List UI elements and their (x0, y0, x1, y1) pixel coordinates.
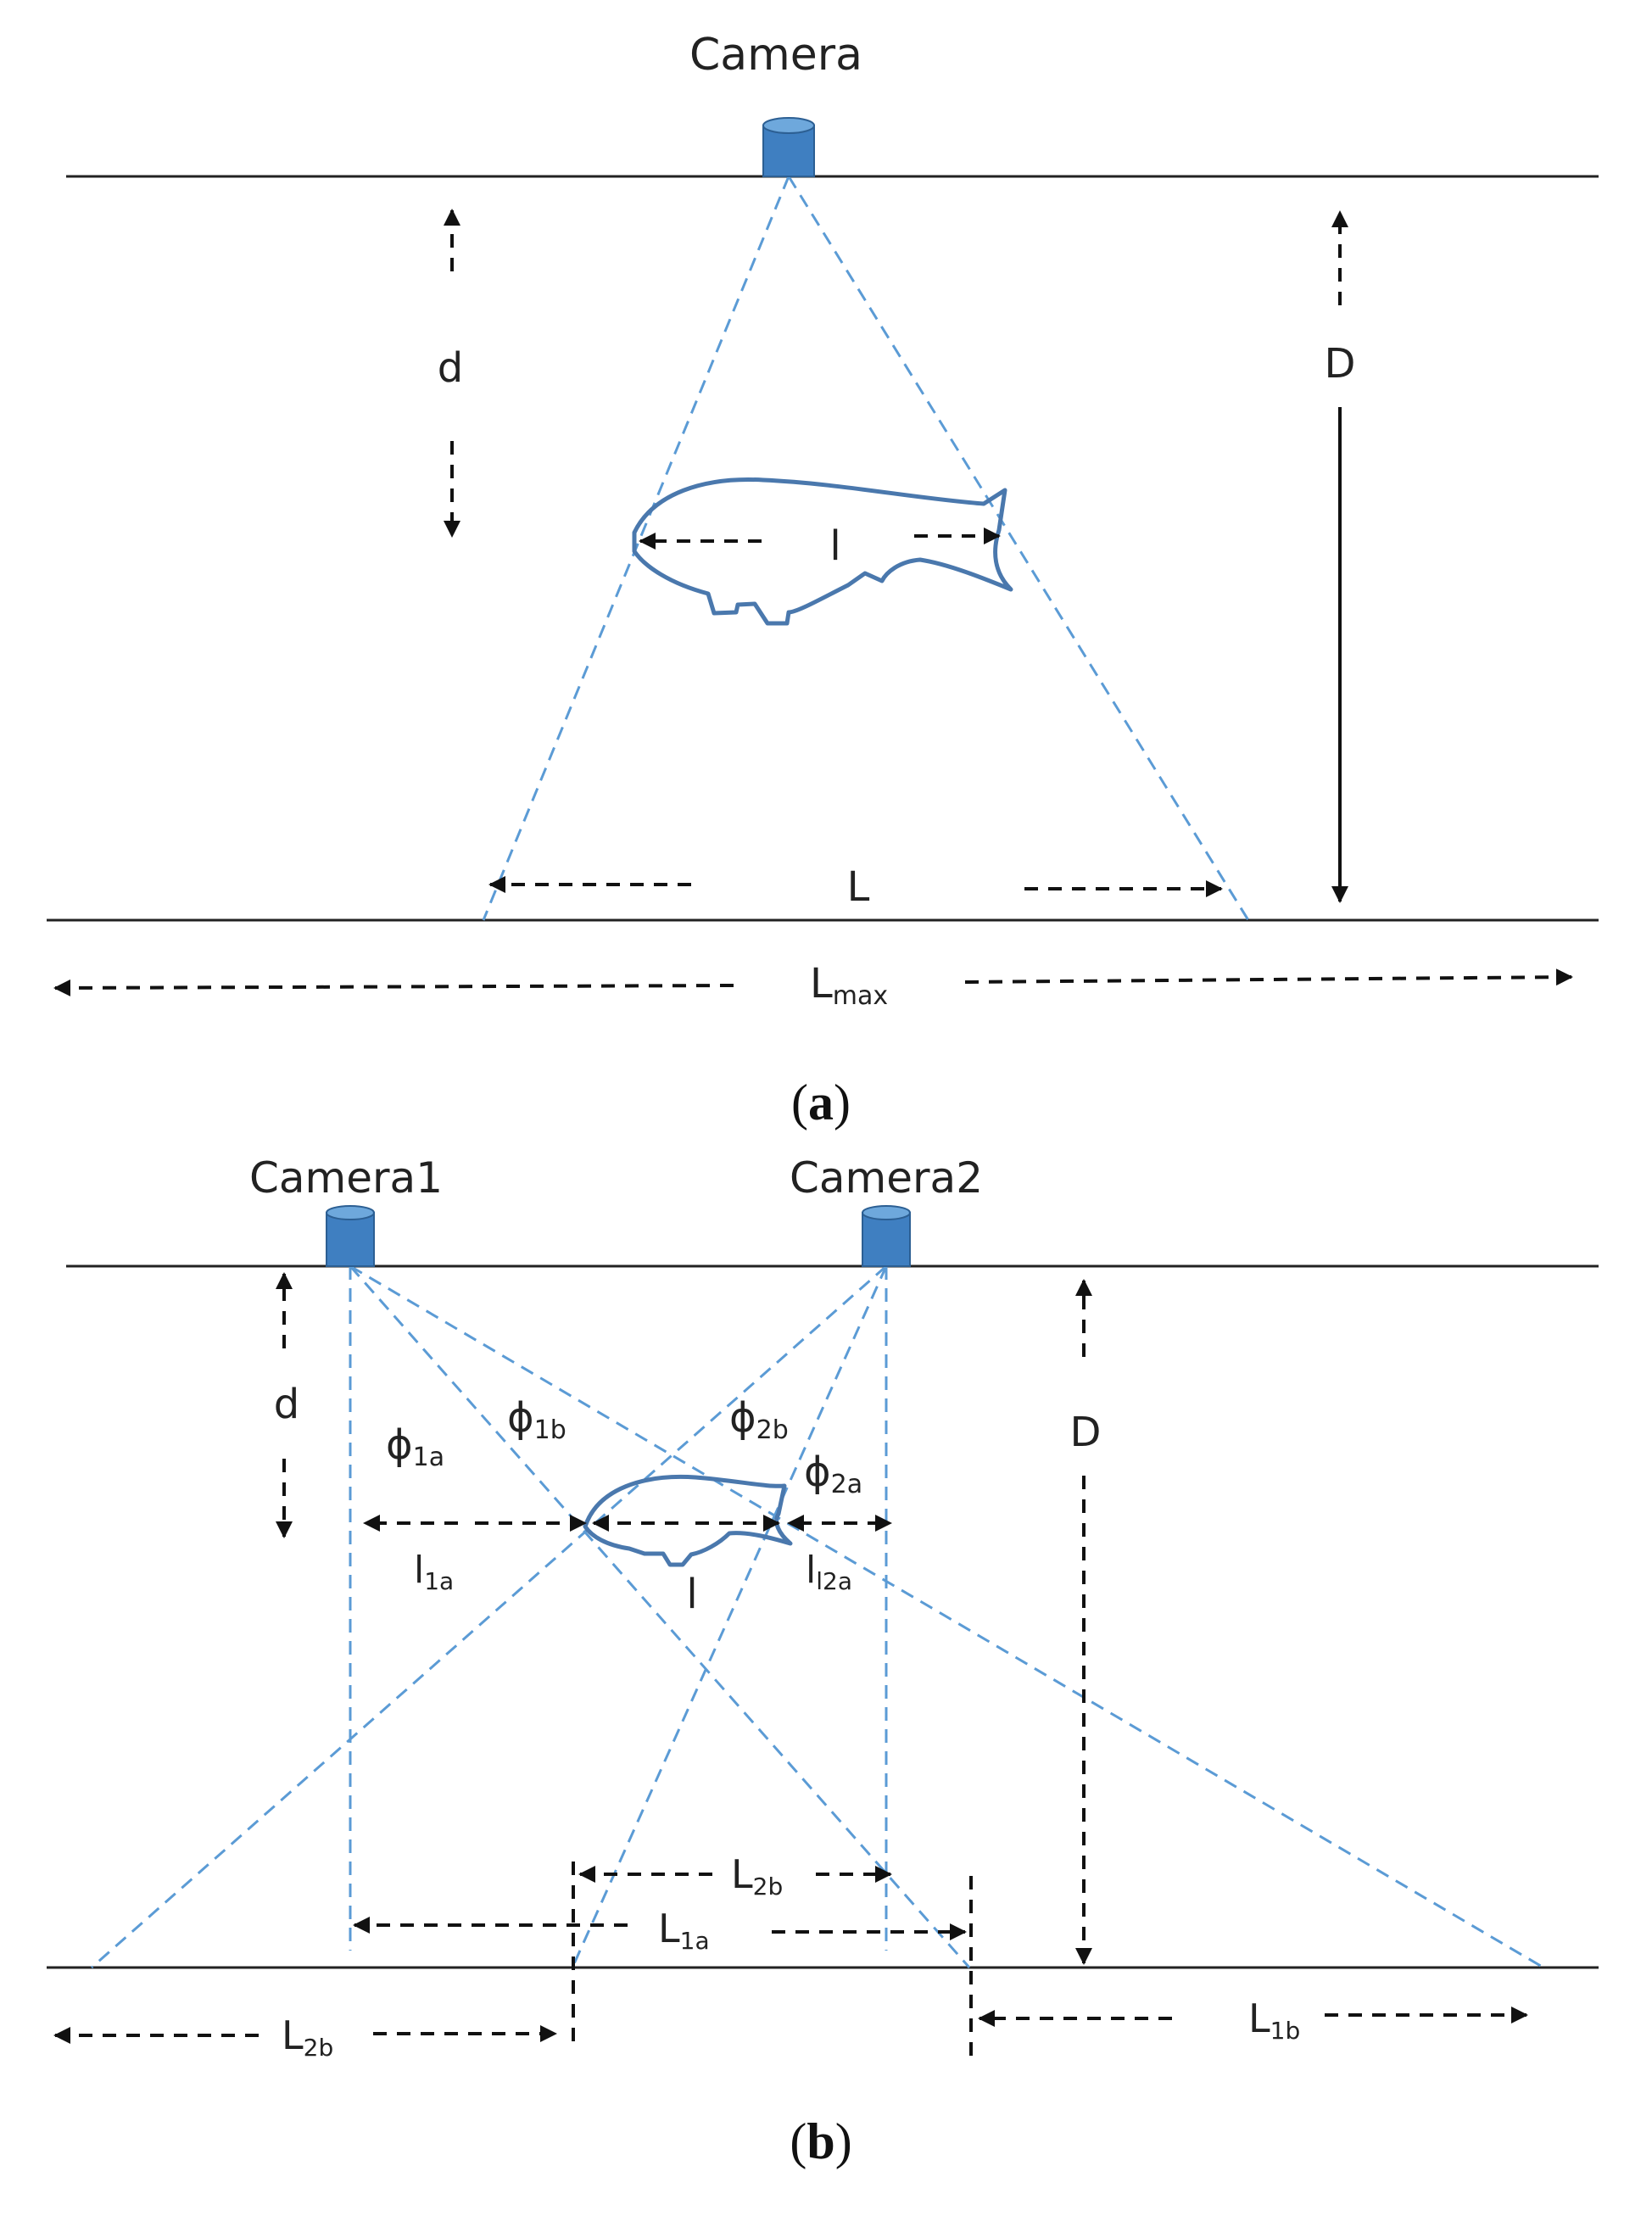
D-label: D (1325, 340, 1356, 388)
camera2-ray-2a (571, 1265, 888, 1968)
fish-outline-icon (632, 477, 1013, 626)
L-2b-upper-label: L2b (731, 1851, 783, 1901)
camera2-ray-2b (91, 1264, 887, 1969)
L-1a-arrow (353, 1917, 967, 1940)
max-width-Lmax-label: Lmax (810, 960, 888, 1011)
d-label: d (438, 344, 463, 392)
L-1b-arrow (978, 2007, 1528, 2027)
camera1-label: Camera1 (249, 1153, 443, 1203)
fov-right-ray (787, 176, 1250, 921)
camera-label: Camera (689, 30, 862, 81)
L-2b-lower-label: L2b (282, 2012, 333, 2062)
l-2a-label: ll2a (806, 1549, 852, 1595)
camera1-ray-1b (349, 1264, 1544, 1969)
caption-a: (a) (791, 1075, 851, 1130)
view-width-L-label: L (847, 863, 870, 911)
fish-length-label: l (829, 522, 840, 570)
camera2-label: Camera2 (790, 1153, 983, 1203)
L-2b-lower-arrow (53, 2025, 557, 2044)
camera-icon (762, 117, 815, 177)
l-1a-label: l1a (414, 1549, 454, 1595)
fish-outline-icon-b (583, 1474, 793, 1567)
L-1b-label: L1b (1248, 1996, 1300, 2045)
view-width-L-arrow (488, 876, 1223, 897)
field-of-view-rays (482, 176, 1250, 921)
panel-b: Camera1 Camera2 d D ϕ1a ϕ1b ϕ2b ϕ2a (47, 1153, 1599, 2169)
camera2-icon (862, 1205, 911, 1267)
d-label-b: d (274, 1381, 299, 1428)
phi-2b-label: ϕ2b (729, 1394, 789, 1445)
camera1-icon (326, 1205, 375, 1267)
panel-a: Camera d D l L (47, 30, 1599, 1130)
D-label-b: D (1070, 1409, 1102, 1456)
Lmax-subscript: max (833, 981, 888, 1011)
camera1-ray-1a (349, 1265, 971, 1968)
fish-length-label-b: l (686, 1571, 697, 1618)
max-width-Lmax-arrow (53, 968, 1573, 996)
caption-b: (b) (790, 2113, 851, 2169)
fish-length-arrow (639, 527, 1001, 550)
phi-1b-label: ϕ1b (507, 1394, 566, 1445)
bottom-markers (572, 1862, 973, 2065)
Lmax-base: L (810, 960, 833, 1008)
camera2-rays (91, 1264, 888, 1969)
phi-2a-label: ϕ2a (804, 1448, 862, 1499)
phi-1a-label: ϕ1a (386, 1421, 444, 1472)
camera1-rays (349, 1264, 1544, 1969)
L-1a-label: L1a (658, 1906, 710, 1955)
